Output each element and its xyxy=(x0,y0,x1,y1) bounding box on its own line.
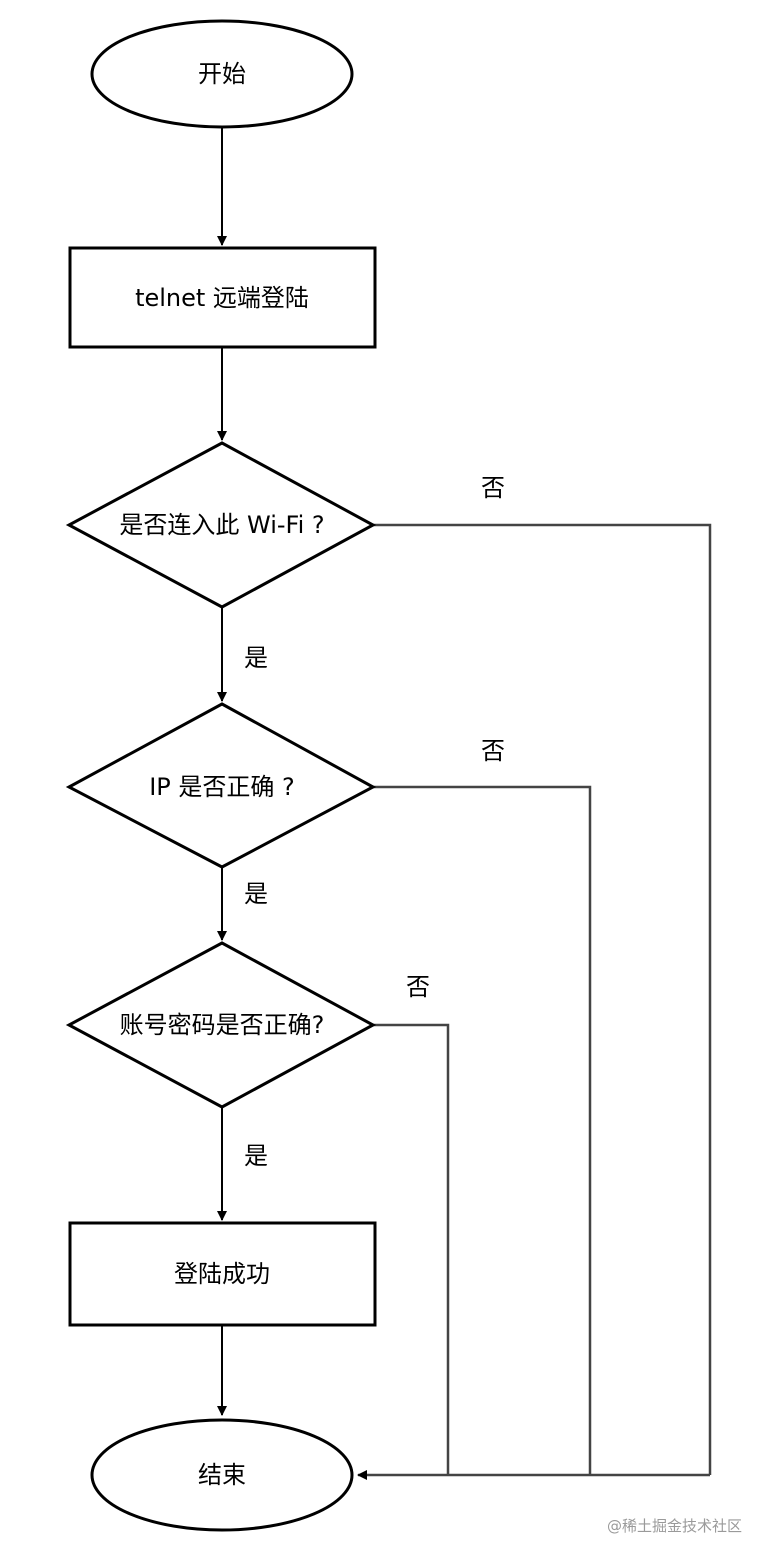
start-label: 开始 xyxy=(198,60,246,88)
ip-yes-label: 是 xyxy=(244,880,268,908)
telnet-login-label: telnet 远端登陆 xyxy=(135,284,309,312)
edge-account-no-route xyxy=(373,1023,450,1475)
wifi-yes-label: 是 xyxy=(244,644,268,672)
account-no-label: 否 xyxy=(406,973,430,1001)
login-success-node xyxy=(68,1221,377,1327)
wifi-check-node xyxy=(65,441,377,609)
end-node xyxy=(90,1418,354,1532)
telnet-login-node xyxy=(68,246,377,349)
ip-no-label: 否 xyxy=(481,737,505,765)
ip-check-node xyxy=(65,702,377,869)
wifi-check-label: 是否连入此 Wi-Fi ? xyxy=(119,511,324,539)
end-label: 结束 xyxy=(198,1461,246,1489)
start-node xyxy=(90,19,354,129)
login-success-label: 登陆成功 xyxy=(174,1260,270,1288)
wifi-no-label: 否 xyxy=(481,474,505,502)
account-yes-label: 是 xyxy=(244,1142,268,1170)
edge-wifi-no-route xyxy=(373,523,712,1475)
account-check-label: 账号密码是否正确? xyxy=(120,1011,325,1039)
account-check-node xyxy=(65,941,377,1109)
edge-ip-no-route xyxy=(373,785,592,1475)
ip-check-label: IP 是否正确 ? xyxy=(149,773,295,801)
watermark-label: @稀土掘金技术社区 xyxy=(607,1517,742,1535)
